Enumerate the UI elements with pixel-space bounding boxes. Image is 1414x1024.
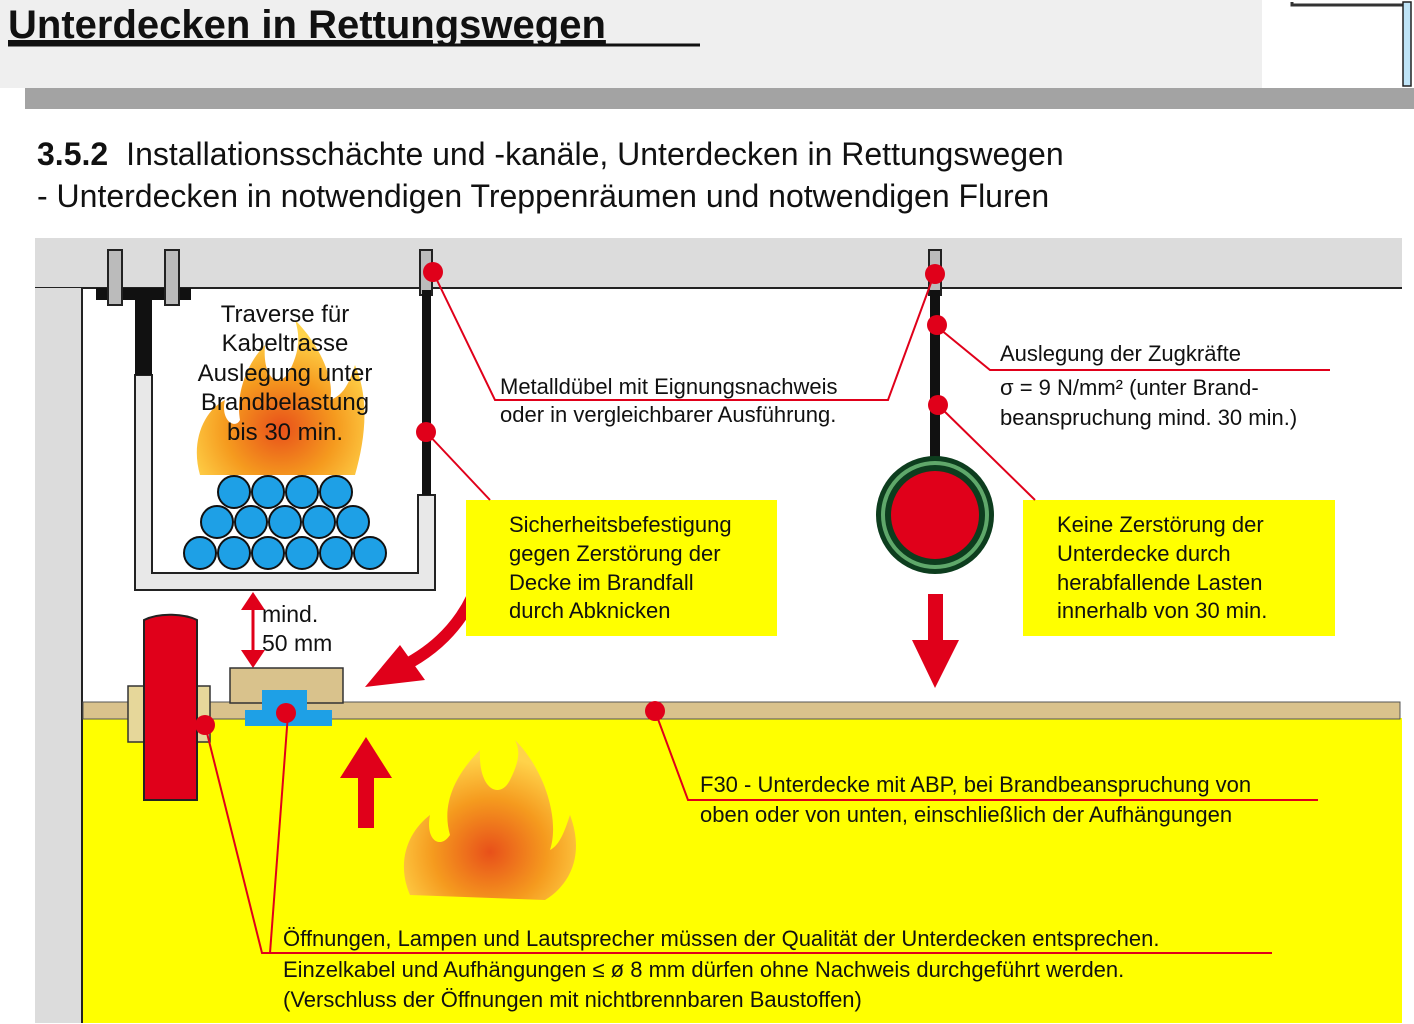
cable — [200, 505, 234, 539]
hanger-rod — [422, 290, 431, 495]
hanger-rod — [930, 290, 940, 460]
fire-zone — [83, 718, 1402, 1023]
zugkraefte-label: Auslegung der Zugkräfte — [1000, 341, 1241, 366]
cable — [217, 475, 251, 509]
cable — [285, 536, 319, 570]
cable — [285, 475, 319, 509]
bolt — [107, 249, 123, 306]
keine-zerstoerung-label: herabfallende Lasten — [1057, 570, 1263, 595]
keine-zerstoerung-label: Unterdecke durch — [1057, 541, 1231, 566]
sicherheit-label: durch Abknicken — [509, 598, 670, 623]
note-box-keine-zerstoerung — [1023, 500, 1335, 636]
leader-lines — [204, 271, 1330, 954]
corner-bracket — [1290, 2, 1404, 7]
oeffnungen-label: (Verschluss der Öffnungen mit nichtbrenn… — [283, 987, 862, 1012]
label-line: Brandbelastung — [201, 389, 369, 416]
curved-arrow-head — [365, 645, 425, 687]
cable-bundle — [183, 475, 387, 570]
sicherheit-label: Sicherheitsbefestigung — [509, 512, 732, 537]
oeffnungen-label: Öffnungen, Lampen und Lautsprecher müsse… — [283, 926, 1159, 951]
cable — [268, 505, 302, 539]
sicherheit-label: gegen Zerstörung der — [509, 541, 721, 566]
pipe-insulation — [881, 461, 989, 569]
cable — [183, 536, 217, 570]
cable — [251, 536, 285, 570]
f30-label: F30 - Unterdecke mit ABP, bei Brandbeans… — [700, 772, 1251, 797]
f30-label: oben oder von unten, einschließlich der … — [700, 802, 1232, 827]
fire-icon — [196, 320, 365, 475]
cable — [319, 475, 353, 509]
cable — [217, 536, 251, 570]
traverse-label: Traverse für Kabeltrasse Auslegung unter… — [198, 301, 373, 446]
marker-dots — [195, 262, 948, 735]
wall — [35, 288, 82, 1023]
oeffnungen-label: Einzelkabel und Aufhängungen ≤ ø 8 mm dü… — [283, 957, 1124, 982]
cable — [336, 505, 370, 539]
cable — [319, 536, 353, 570]
fire-icon — [403, 740, 576, 900]
cable — [302, 505, 336, 539]
pipe — [143, 613, 198, 801]
distance-label: mind. — [262, 601, 318, 627]
cable — [251, 475, 285, 509]
note-box-sicherheit — [466, 500, 777, 636]
down-arrow-icon — [912, 594, 959, 688]
label-line: bis 30 min. — [227, 419, 343, 446]
zugkraefte-label: beanspruchung mind. 30 min.) — [1000, 405, 1297, 430]
duebel-label: oder in vergleichbarer Ausführung. — [500, 402, 836, 427]
side-bar — [1402, 1, 1412, 87]
concrete-ceiling — [35, 238, 1402, 288]
duebel-label: Metalldübel mit Eignungsnachweis — [500, 374, 838, 399]
sicherheit-label: Decke im Brandfall — [509, 570, 694, 595]
zugkraefte-label: σ = 9 N/mm² (unter Brand- — [1000, 375, 1259, 400]
gray-divider — [25, 88, 1414, 109]
label-line: Kabeltrasse — [222, 330, 349, 357]
bolt — [164, 249, 180, 306]
cable — [234, 505, 268, 539]
keine-zerstoerung-label: Keine Zerstörung der — [1057, 512, 1264, 537]
label-line: Auslegung unter — [198, 360, 373, 387]
label-line: Traverse für — [221, 301, 349, 328]
up-arrow-icon — [340, 737, 392, 828]
suspended-ceiling-board — [82, 701, 1401, 720]
cable — [353, 536, 387, 570]
distance-value: 50 mm — [262, 630, 332, 656]
pipe-core — [891, 471, 979, 559]
section-subheading: - Unterdecken in notwendigen Treppenräum… — [37, 178, 1049, 214]
page-title: Unterdecken in Rettungswegen — [8, 3, 606, 47]
distance-arrow — [241, 592, 265, 668]
keine-zerstoerung-label: innerhalb von 30 min. — [1057, 598, 1267, 623]
